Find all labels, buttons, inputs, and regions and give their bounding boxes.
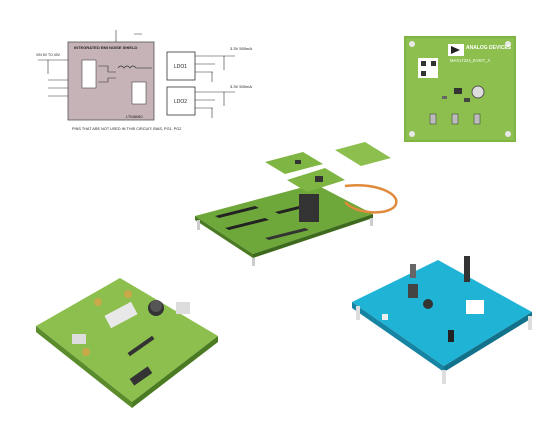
output2-value: 3.3V 500mA — [230, 84, 252, 89]
eval-board-green-large — [36, 262, 218, 410]
eval-board-max17224: ANALOG DEVICES MAX17224_EVKIT_A — [404, 36, 516, 142]
ldo1-box — [166, 51, 196, 81]
pcb-large — [36, 278, 218, 402]
ldo2-label: LDO2 — [174, 99, 187, 105]
brand-label: ANALOG DEVICES — [466, 45, 512, 51]
board-part-label: MAX17224_EVKIT_A — [450, 58, 490, 63]
daughter-board-3 — [335, 142, 391, 166]
part-number: LTM8080 — [126, 114, 143, 119]
qr-code-icon — [466, 300, 484, 314]
ldo2-box — [166, 86, 196, 116]
pcb-blue — [352, 260, 532, 366]
schematic-diagram: INTEGRATED EMI NOISE SHIELD LTM8080 LDO1… — [34, 30, 264, 134]
eval-board-blue — [352, 254, 532, 394]
inductor-component — [471, 85, 485, 99]
daughter-board-1 — [265, 152, 323, 174]
ldo1-label: LDO1 — [174, 64, 187, 70]
ribbon-cable — [344, 183, 398, 214]
inner-controller — [81, 59, 97, 89]
vin-label: VIN 5V TO 40V — [36, 53, 61, 57]
base-board — [195, 184, 373, 254]
eval-board-assembly — [195, 142, 407, 270]
schematic-footnote: PINS THAT ARE NOT USED IN THIS CIRCUIT: … — [72, 127, 181, 131]
module-label: INTEGRATED EMI NOISE SHIELD — [74, 45, 137, 50]
module-shield — [67, 41, 155, 121]
output1-value: 3.3V 500mA — [230, 46, 252, 51]
inductor-symbol — [117, 65, 137, 69]
